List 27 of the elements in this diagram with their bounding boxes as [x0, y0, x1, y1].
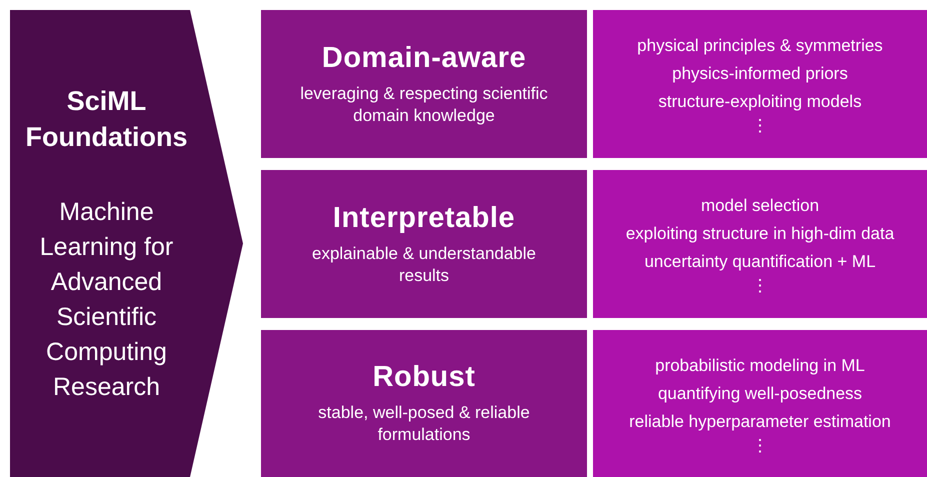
list-item: model selection: [700, 195, 820, 217]
category-box: [261, 330, 587, 477]
category-title: Domain-aware: [322, 42, 526, 74]
list-item: structure-exploiting models: [658, 91, 862, 113]
list-item: physics-informed priors: [672, 63, 848, 85]
list-item: exploiting structure in high-dim data: [626, 223, 894, 245]
topic-list-box: [593, 10, 927, 158]
topic-list-box: [593, 170, 927, 318]
chevron-panel: [10, 10, 243, 477]
category-title: Robust: [372, 361, 476, 394]
description: explainable & understandable results: [310, 242, 537, 286]
list-item: reliable hyperparameter estimation: [629, 410, 891, 432]
heading: SciML Foundations: [24, 84, 188, 154]
list-item: physical principles & symmetries: [637, 35, 883, 57]
ellipsis: ⋮: [752, 436, 768, 456]
category-box: [261, 10, 587, 158]
category-box: [261, 170, 587, 318]
description: leveraging & respecting scientific domain knowledge: [299, 82, 549, 126]
category-title: Interpretable: [332, 202, 516, 234]
ellipsis: ⋮: [752, 276, 768, 296]
list-item: uncertainty quantification + ML: [644, 251, 876, 273]
description: stable, well-posed & reliable formulations: [317, 402, 531, 446]
ellipsis: ⋮: [752, 116, 768, 136]
list-item: probabilistic modeling in ML: [655, 354, 865, 376]
subtitle: Machine Learning for Advanced Scientific Computing Research: [38, 196, 174, 402]
list-item: quantifying well-posedness: [658, 382, 862, 404]
topic-list-box: [593, 330, 927, 477]
